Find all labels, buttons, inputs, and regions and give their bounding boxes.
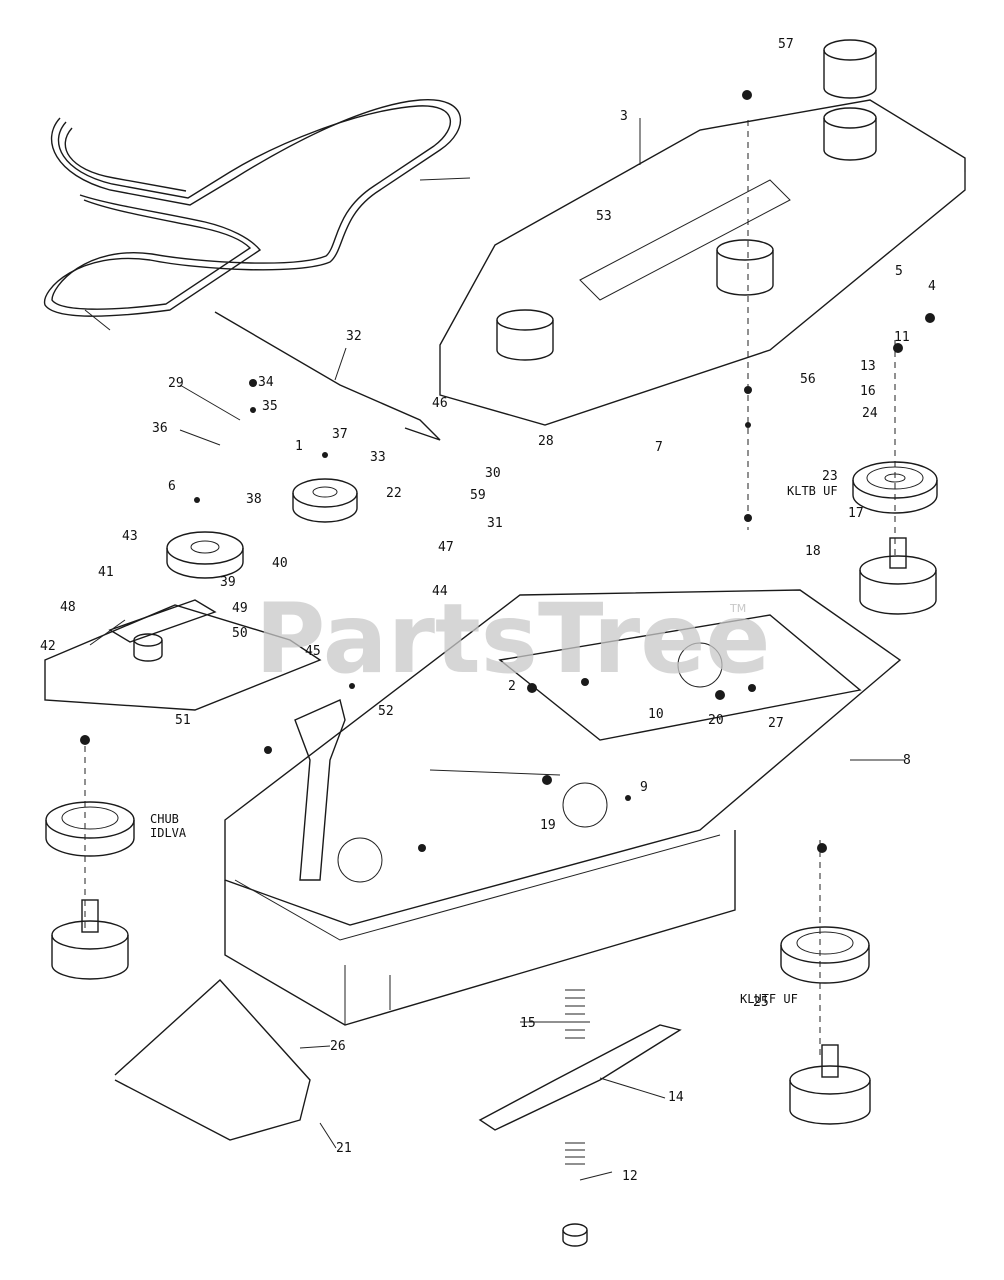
callout-label: 10 [648,707,664,722]
callout-label: 57 [778,37,794,52]
callout-label: 37 [332,427,348,442]
callout-label: 33 [370,450,386,465]
callout-label: 24 [862,406,878,421]
pulley-38[interactable] [292,478,358,523]
spindle-right[interactable] [852,461,938,615]
roller-left[interactable] [496,309,554,361]
blade-bolt[interactable] [562,1223,588,1247]
callout-label: 15 [520,1016,536,1031]
callout-label: 6 [168,479,176,494]
callout-label: 22 [386,486,402,501]
watermark-text: PartsTree [255,583,770,695]
callout-label: 36 [152,421,168,436]
callout-label: 25 [753,995,769,1010]
lift-bracket[interactable] [294,699,346,881]
callout-label: 29 [168,376,184,391]
roller-top-right[interactable] [823,39,877,161]
drive-belt[interactable] [43,99,462,317]
callout-label: 11 [894,330,910,345]
callout-label: 59 [470,488,486,503]
discharge-chute[interactable] [114,979,311,1141]
tension-rod[interactable] [214,311,441,441]
callout-label: 3 [620,109,628,124]
pulley-39[interactable] [166,531,244,579]
callout-label: 32 [346,329,362,344]
callout-label: 49 [232,601,248,616]
mower-blade[interactable] [478,1024,682,1131]
callout-label: 40 [272,556,288,571]
deck-housing[interactable] [224,589,902,1026]
callout-label: 42 [40,639,56,654]
callout-label: 16 [860,384,876,399]
callout-label: 17 [848,506,864,521]
callout-label: 12 [622,1169,638,1184]
callout-label: 39 [220,575,236,590]
callout-label: 18 [805,544,821,559]
callout-label: 30 [485,466,501,481]
deck-cover[interactable] [439,99,966,426]
watermark-trademark: TM [729,602,746,615]
callout-label: 53 [596,209,612,224]
callout-label: 20 [708,713,724,728]
callout-label: 44 [432,584,448,599]
callout-label: 21 [336,1141,352,1156]
callout-label: 5 [895,264,903,279]
callout-label: 34 [258,375,274,390]
callout-label: 52 [378,704,394,719]
callout-label: 2 [508,679,516,694]
leader-lines [84,118,905,1181]
callout-label: 38 [246,492,262,507]
callout-label: 13 [860,359,876,374]
callout-label: 8 [903,753,911,768]
callout-label: 7 [655,440,663,455]
callout-label: 46 [432,396,448,411]
callout-label: 48 [60,600,76,615]
callout-label: 31 [487,516,503,531]
callout-label: 56 [800,372,816,387]
callout-labels: 1 2 3 4 5 6 7 8 9 10 11 12 13 14 15 16 1… [40,37,936,1184]
roller-middle[interactable] [716,239,774,296]
callout-label: 23 [822,469,838,484]
callout-label: 28 [538,434,554,449]
callout-label: 19 [540,818,556,833]
callout-label: 1 [295,439,303,454]
spindle-lower-right[interactable] [780,926,871,1125]
callout-label: 4 [928,279,936,294]
fastener-set[interactable] [80,90,935,853]
spindle-left[interactable] [45,801,135,980]
callout-label: 41 [98,565,114,580]
hub-note-lower: KLUTF UF [740,992,798,1006]
callout-label: 51 [175,713,191,728]
idler-arm[interactable] [108,599,217,662]
hub-note-right: KLTB UF [787,484,838,498]
callout-label: 50 [232,626,248,641]
callout-label: 27 [768,716,784,731]
callout-label: 45 [305,644,321,659]
callout-label: 14 [668,1090,684,1105]
callout-label: 9 [640,780,648,795]
callout-label: 47 [438,540,454,555]
callout-label: 43 [122,529,138,544]
blade-spring[interactable] [565,989,585,1165]
mount-plate[interactable] [44,604,322,711]
callout-label: 35 [262,399,278,414]
callout-label: 26 [330,1039,346,1054]
